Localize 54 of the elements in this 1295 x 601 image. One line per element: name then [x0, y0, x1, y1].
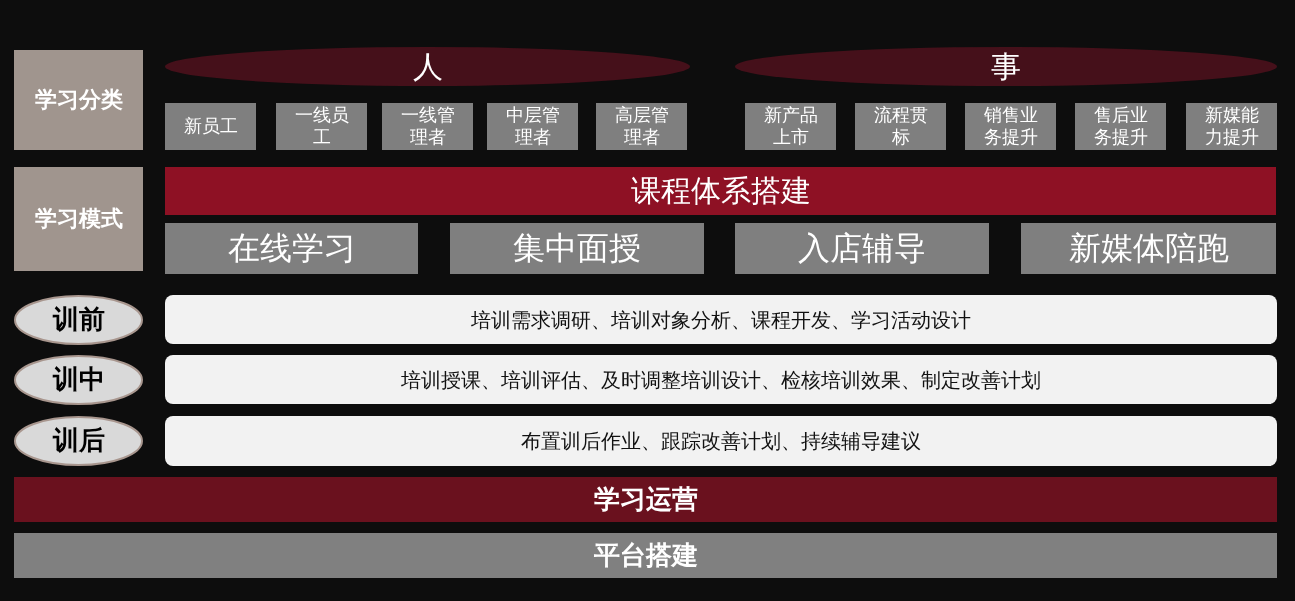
topic-tile [487, 103, 578, 150]
group-ellipse [165, 47, 690, 86]
mode-panel [735, 223, 989, 274]
topic-tile [165, 103, 256, 150]
topic-label: 新媒能力提升 [1203, 104, 1260, 149]
topic-label: 高层管理者 [613, 104, 670, 149]
topic-label: 销售业务提升 [982, 104, 1039, 149]
topic-label: 中层管理者 [504, 104, 561, 149]
topic-label: 一线管理者 [399, 104, 456, 149]
category-panel [14, 167, 143, 271]
phase-label: 训中 [52, 364, 105, 396]
topic-label: 一线员工 [293, 104, 350, 149]
topic-tile [1186, 103, 1277, 150]
topic-tile [382, 103, 473, 150]
activity-text: 培训授课、培训评估、及时调整培训设计、检核培训效果、制定改善计划 [401, 367, 1041, 392]
activity-panel [165, 295, 1277, 344]
group-ellipse [735, 47, 1277, 86]
topic-tile [855, 103, 946, 150]
banner-title: 课程体系搭建 [630, 173, 811, 209]
mode-label: 入店辅导 [798, 229, 926, 268]
mode-panel [1021, 223, 1276, 274]
topic-tile [596, 103, 687, 150]
mode-panel [165, 223, 418, 274]
phase-label: 训后 [52, 425, 105, 457]
phase-label: 训前 [52, 304, 105, 336]
phase-ellipse [14, 416, 143, 466]
activity-panel [165, 355, 1277, 404]
activity-panel [165, 416, 1277, 466]
group-title: 事 [991, 48, 1021, 85]
group-title: 人 [412, 48, 443, 85]
topic-label: 售后业务提升 [1092, 104, 1149, 149]
topic-label: 新产品上市 [762, 104, 819, 149]
phase-ellipse [14, 355, 143, 405]
topic-label: 流程贯标 [872, 104, 929, 149]
topic-tile [965, 103, 1056, 150]
mode-label: 新媒体陪跑 [1068, 229, 1229, 268]
topic-tile [745, 103, 836, 150]
platform-bar [14, 533, 1277, 578]
topic-tile [1075, 103, 1166, 150]
topic-label: 新员工 [183, 115, 238, 138]
activity-text: 布置训后作业、跟踪改善计划、持续辅导建议 [521, 429, 921, 453]
mode-label: 在线学习 [227, 229, 356, 268]
mode-panel [450, 223, 704, 274]
bar-title: 学习运营 [593, 483, 698, 516]
activity-text: 培训需求调研、培训对象分析、课程开发、学习活动设计 [471, 307, 971, 332]
category-panel [14, 50, 143, 150]
bar-title: 平台搭建 [593, 539, 698, 572]
category-label: 学习分类 [34, 86, 123, 114]
phase-ellipse [14, 295, 143, 345]
category-label: 学习模式 [34, 205, 123, 233]
topic-tile [276, 103, 367, 150]
mode-label: 集中面授 [513, 229, 641, 268]
operations-bar [14, 477, 1277, 522]
course-banner [165, 167, 1276, 215]
